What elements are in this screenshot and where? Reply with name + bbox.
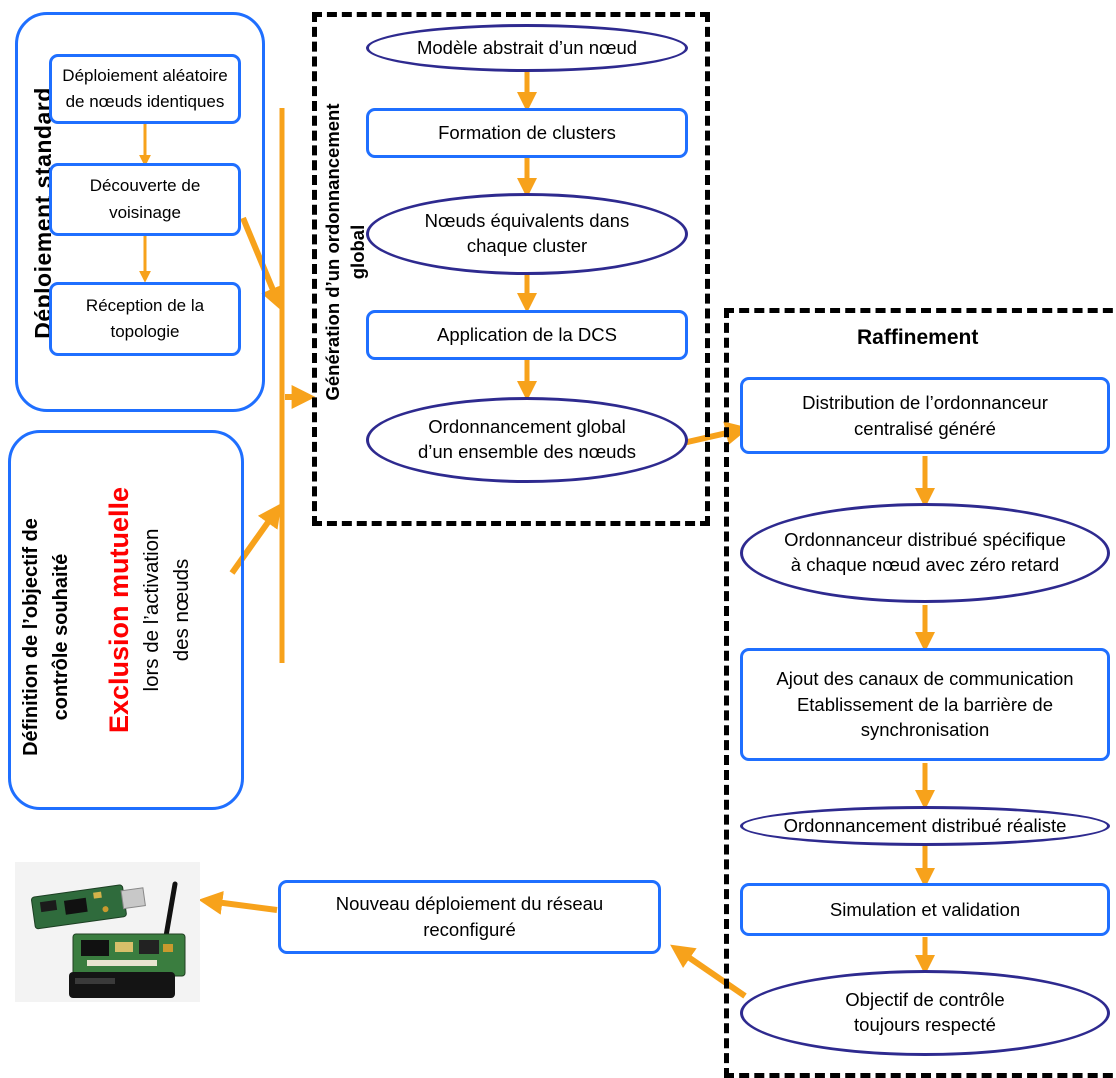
mutual-exclusion-detail: lors de l’activation des nœuds [140,528,193,692]
control-objective-title: Définition de l’objectif de contrôle sou… [20,518,72,756]
global-generation-group [312,12,710,526]
control-objective-respected: Objectif de contrôle toujours respecté [740,970,1110,1056]
node-abstract-model: Modèle abstrait d’un nœud [366,24,688,72]
step-topology-reception: Réception de la topologie [49,282,241,356]
mutual-exclusion-label: Exclusion mutuelle [104,486,134,734]
communication-and-sync: Ajout des canaux de communication Etabli… [740,648,1110,761]
equivalent-nodes: Nœuds équivalents dans chaque cluster [366,193,688,275]
network-redeployment: Nouveau déploiement du réseau reconfigur… [278,880,661,954]
global-scheduling: Ordonnancement global d’un ensemble des … [366,397,688,483]
refinement-title: Raffinement [857,326,979,349]
realistic-distributed-scheduling: Ordonnancement distribué réaliste [740,806,1110,846]
dcs-application: Application de la DCS [366,310,688,360]
step-neighbor-discovery: Découverte de voisinage [49,163,241,236]
arrow-global-to-refinement [682,421,750,446]
sensor-node-hardware-image [15,862,200,1002]
arrow-std-to-bar [240,216,284,311]
distribute-central-scheduler: Distribution de l’ordonnanceur centralis… [740,377,1110,454]
per-node-distributed-scheduler: Ordonnanceur distribué spécifique à chaq… [740,503,1110,603]
standard-deployment-group [15,12,265,412]
simulation-validation: Simulation et validation [740,883,1110,936]
arrow-to-device [198,890,278,915]
arrow-obj-to-bar [229,503,282,575]
cluster-formation: Formation de clusters [366,108,688,158]
step-random-deployment: Déploiement aléatoire de nœuds identique… [49,54,241,124]
arrow-to-redeploy [670,944,747,999]
control-objective-group [8,430,244,810]
